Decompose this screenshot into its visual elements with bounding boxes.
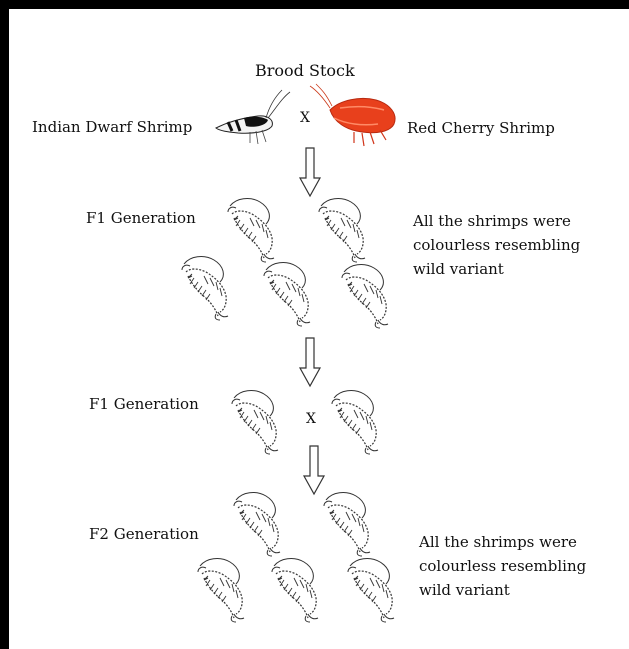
f1-shrimp-icon	[263, 261, 311, 327]
f2-shrimp-icon	[323, 491, 371, 557]
red-cherry-shrimp-icon	[309, 83, 396, 147]
arrow-down-icon	[303, 445, 325, 495]
arrow-down-icon	[299, 337, 321, 387]
f1-note: All the shrimps were colourless resembli…	[413, 209, 580, 281]
f1-note-line: wild variant	[413, 260, 504, 278]
f1-cross-shrimp-icon	[331, 389, 379, 455]
f1-shrimp-icon	[341, 263, 389, 329]
f1-note-line: colourless resembling	[413, 236, 581, 254]
f2-shrimp-icon	[271, 557, 319, 623]
f2-generation-label: F2 Generation	[89, 525, 199, 543]
indian-dwarf-shrimp-icon	[215, 89, 291, 145]
arrow-down-icon	[299, 147, 321, 197]
f2-shrimp-icon	[233, 491, 281, 557]
f2-note: All the shrimps were colourless resembli…	[419, 530, 586, 602]
red-cherry-shrimp-label: Red Cherry Shrimp	[407, 119, 555, 137]
f1-generation-label: F1 Generation	[86, 209, 196, 227]
f2-shrimp-icon	[197, 557, 245, 623]
f1-cross-generation-label: F1 Generation	[89, 395, 199, 413]
f1-shrimp-icon	[227, 197, 275, 263]
f2-note-line: All the shrimps were	[419, 533, 577, 551]
parent-cross-symbol: X	[300, 110, 310, 126]
brood-stock-title: Brood Stock	[255, 61, 355, 80]
f1-shrimp-icon	[181, 255, 229, 321]
f2-note-line: colourless resembling	[419, 557, 587, 575]
f2-note-line: wild variant	[419, 581, 510, 599]
f2-shrimp-icon	[347, 557, 395, 623]
indian-dwarf-shrimp-label: Indian Dwarf Shrimp	[32, 118, 193, 136]
f1-shrimp-icon	[318, 197, 366, 263]
f1-note-line: All the shrimps were	[413, 212, 571, 230]
f1-cross-shrimp-icon	[231, 389, 279, 455]
f1-cross-symbol: X	[306, 411, 316, 427]
